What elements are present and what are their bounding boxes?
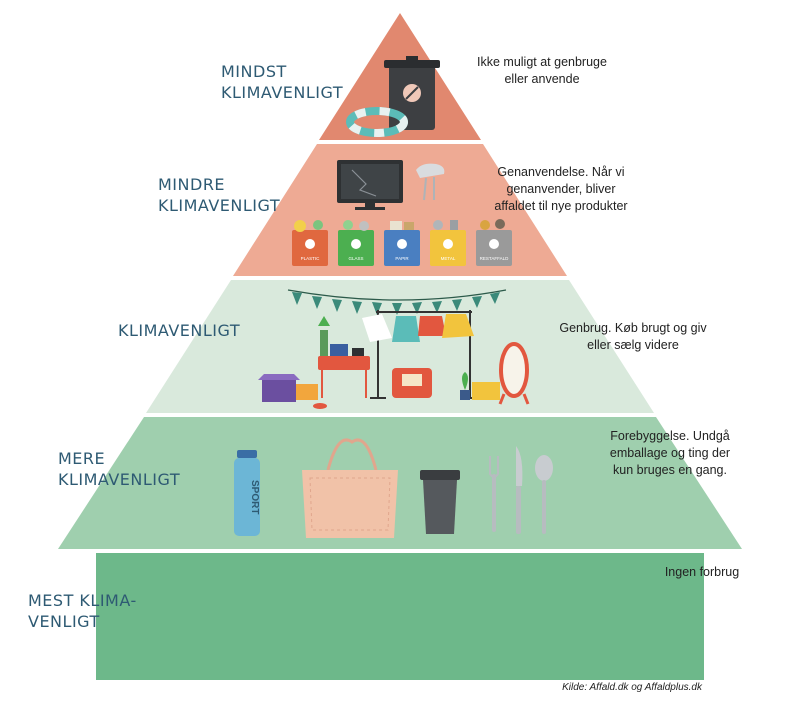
recycling-bins: PLASTIC GLASS PAPIR METAL RESTAFFALD — [292, 219, 512, 266]
tier-5-band — [96, 553, 704, 680]
level-description-5: Ingen forbrug — [664, 565, 740, 579]
bin-label-paper: PAPIR — [395, 256, 409, 261]
level-description-1: Ikke muligt at genbruge eller anvende — [477, 55, 607, 86]
spoon-icon — [535, 455, 553, 534]
level-label-3: KLIMAVENLIGT — [118, 321, 241, 340]
level-label-1: MINDST KLIMAVENLIGT — [221, 62, 344, 102]
recycling-bin-icon: PAPIR — [384, 221, 420, 266]
bin-label-metal: METAL — [441, 256, 456, 261]
level-description-3: Genbrug. Køb brugt og giv eller sælg vid… — [559, 321, 707, 352]
source-note: Kilde: Affald.dk og Affaldplus.dk — [562, 682, 702, 693]
recycling-bin-icon: PLASTIC — [292, 220, 328, 266]
knife-icon — [516, 446, 523, 534]
recycling-bin-icon: GLASS — [338, 220, 374, 266]
mirror-icon — [498, 342, 530, 405]
level-label-5: MEST KLIMA- VENLIGT — [28, 591, 137, 631]
plant-icon — [460, 372, 470, 400]
clothes-rack-icon — [362, 310, 478, 399]
hand-mixer-icon — [416, 163, 445, 201]
bottle-label: SPORT — [249, 480, 260, 514]
level-label-2: MINDRE KLIMAVENLIGT — [158, 175, 281, 215]
bunting-icon — [287, 289, 507, 315]
tote-bag-icon — [302, 438, 398, 538]
water-bottle-icon: SPORT — [234, 450, 260, 536]
boxes-icon — [258, 374, 500, 409]
life-ring-icon — [346, 107, 408, 137]
recycling-bin-icon: METAL — [430, 220, 466, 266]
tier-4-band — [58, 417, 742, 549]
bin-label-plastic: PLASTIC — [301, 256, 321, 261]
bin-label-glass: GLASS — [348, 256, 363, 261]
side-table-icon — [318, 316, 370, 398]
fork-icon — [489, 456, 499, 532]
level-label-4: MERE KLIMAVENLIGT — [58, 449, 181, 489]
suitcase-icon — [392, 368, 432, 398]
level-description-2: Genanvendelse. Når vi genanvender, blive… — [494, 165, 628, 213]
trash-can-icon — [384, 56, 440, 130]
reusable-cup-icon — [420, 470, 460, 534]
recycling-bin-icon: RESTAFFALD — [476, 219, 512, 266]
level-description-4: Forebyggelse. Undgå emballage og ting de… — [609, 429, 731, 477]
broken-tv-icon — [337, 160, 403, 210]
bin-label-restaffald: RESTAFFALD — [480, 256, 509, 261]
